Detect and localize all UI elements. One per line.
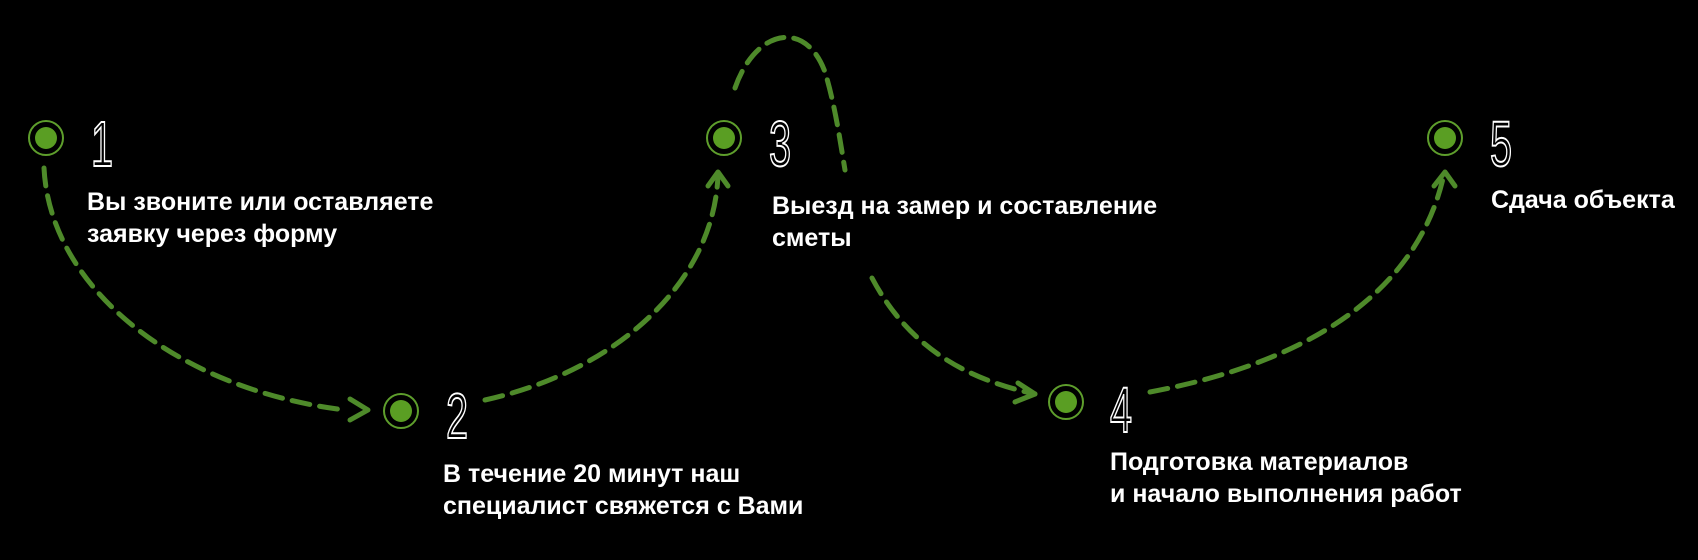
step-5-text: Сдача объекта — [1491, 184, 1675, 216]
arrowhead-5 — [1431, 169, 1458, 189]
step-4-text-line-1: Подготовка материалов — [1110, 448, 1409, 476]
step-2-text-line-1: В течение 20 минут наш — [443, 460, 741, 488]
step-3-text-line-1: Выезд на замер и составление — [772, 192, 1158, 220]
connector-4-5 — [1147, 171, 1447, 395]
connector-3-4 — [869, 275, 1038, 397]
step-4-number: 4 — [1109, 374, 1133, 446]
step-2-text-line-2: специалист свяжется с Вами — [443, 492, 804, 520]
step-2-marker-icon — [383, 393, 419, 429]
step-3-text: Выезд на замер и составление сметы — [772, 190, 1157, 254]
step-2-text: В течение 20 минут наш специалист свяжет… — [443, 458, 803, 522]
step-4-marker-icon — [1048, 384, 1084, 420]
step-1-number: 1 — [90, 108, 114, 180]
arrowhead-3 — [705, 169, 731, 189]
step-3-number: 3 — [768, 108, 792, 180]
step-4-text-line-2: и начало выполнения работ — [1110, 480, 1462, 508]
step-5-marker-icon — [1427, 120, 1463, 156]
step-5-number: 5 — [1489, 108, 1513, 180]
step-3-marker-icon — [706, 120, 742, 156]
step-1-text: Вы звоните или оставляете заявку через ф… — [87, 186, 433, 250]
step-5-text-line-1: Сдача объекта — [1491, 186, 1675, 214]
step-2-number: 2 — [445, 380, 469, 452]
arrowhead-4 — [1012, 380, 1038, 405]
step-4-text: Подготовка материалов и начало выполнени… — [1110, 446, 1462, 510]
connector-2-3 — [482, 171, 721, 403]
step-1-marker-icon — [28, 120, 64, 156]
step-3-text-line-2: сметы — [772, 224, 852, 252]
connector-3-peak — [732, 34, 848, 173]
step-1-text-line-2: заявку через форму — [87, 220, 338, 248]
step-1-text-line-1: Вы звоните или оставляете — [87, 188, 434, 216]
arrowhead-2 — [347, 396, 371, 423]
connector-1-2 — [41, 165, 348, 413]
